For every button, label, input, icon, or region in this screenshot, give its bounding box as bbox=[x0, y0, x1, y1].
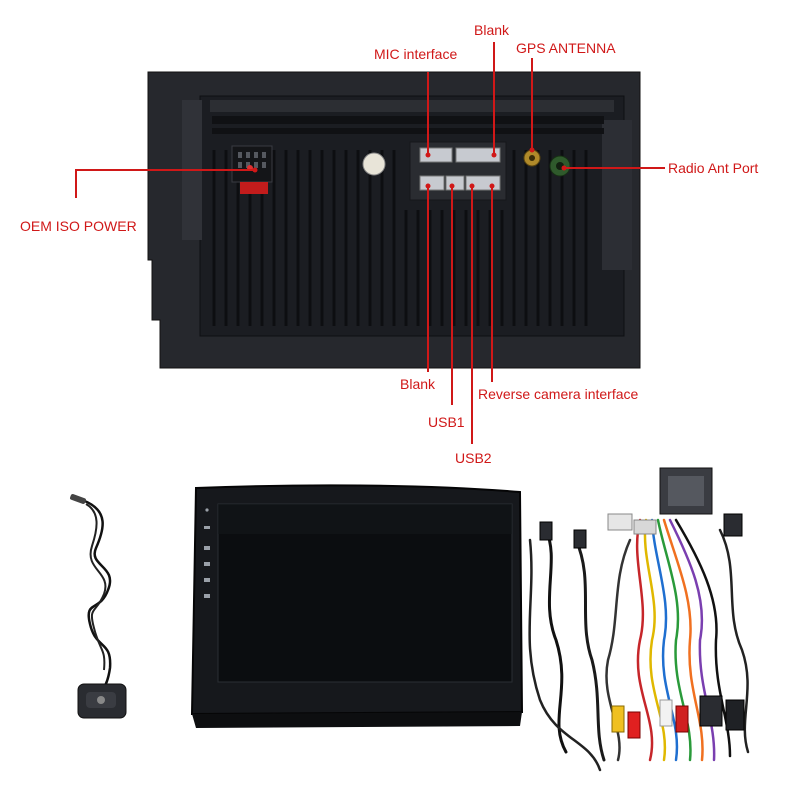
upper-connector-row bbox=[419, 147, 501, 163]
callout-dots bbox=[252, 147, 567, 189]
label-gps-antenna: GPS ANTENNA bbox=[516, 40, 616, 56]
label-usb1: USB1 bbox=[428, 414, 465, 430]
head-unit-rear-view bbox=[147, 71, 641, 369]
label-blank-bottom: Blank bbox=[400, 376, 436, 392]
rear-sticker bbox=[362, 152, 386, 176]
label-reverse-camera-interface: Reverse camera interface bbox=[478, 386, 639, 402]
label-radio-ant-port: Radio Ant Port bbox=[668, 160, 759, 176]
label-blank-top: Blank bbox=[474, 22, 510, 38]
label-oem-iso-power: OEM ISO POWER bbox=[20, 218, 137, 234]
rear-body bbox=[199, 95, 625, 337]
callout-lines bbox=[75, 42, 665, 444]
side-buttons bbox=[204, 508, 210, 598]
callout-line-oem-iso-power bbox=[75, 169, 255, 198]
heatsink-fins bbox=[212, 150, 588, 326]
wiring-harness-icon bbox=[528, 467, 750, 772]
label-usb2: USB2 bbox=[455, 450, 492, 466]
gps-antenna-icon bbox=[70, 494, 127, 719]
lower-connector-row bbox=[419, 175, 501, 191]
label-mic-interface: MIC interface bbox=[374, 46, 458, 62]
head-unit-icon bbox=[190, 484, 524, 728]
